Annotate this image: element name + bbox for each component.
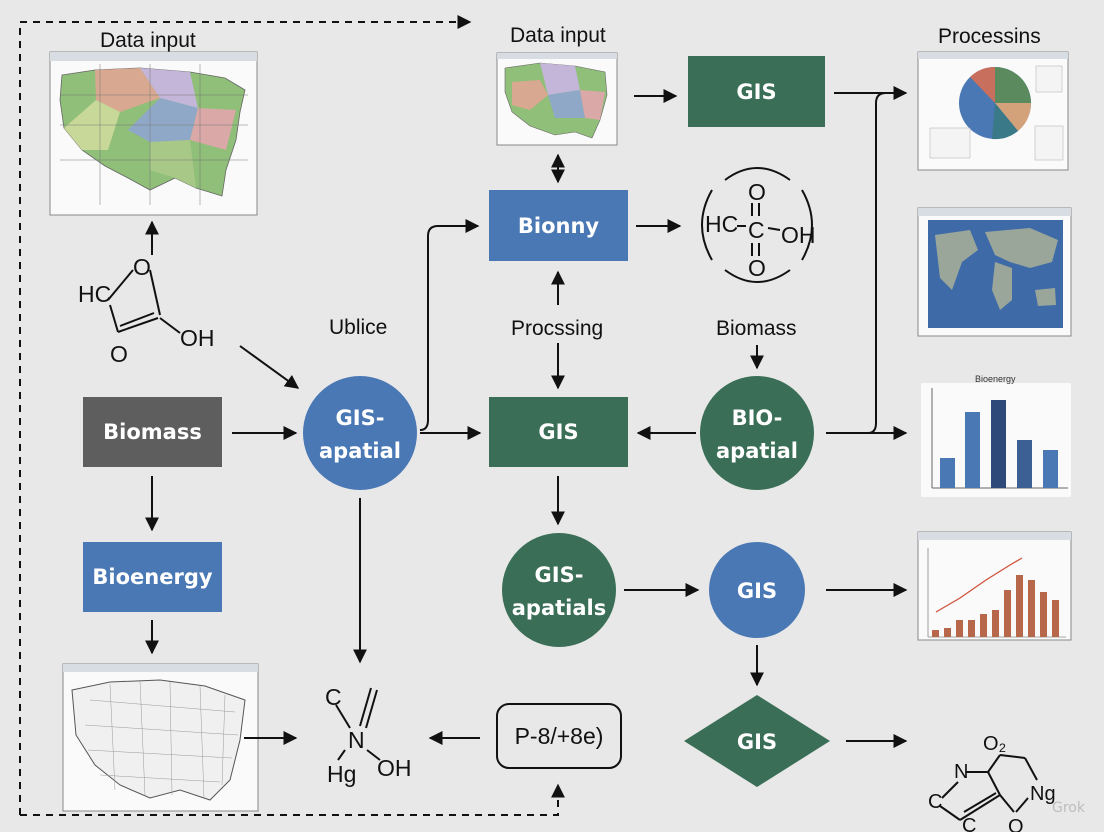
svg-text:BIO-: BIO- bbox=[732, 406, 783, 430]
arrows bbox=[145, 86, 908, 748]
svg-text:Bionny: Bionny bbox=[518, 214, 600, 238]
svg-text:N: N bbox=[348, 727, 365, 753]
gis-diamond[interactable]: GIS bbox=[684, 695, 830, 787]
watermark-text: Grok bbox=[1052, 800, 1086, 816]
svg-text:C: C bbox=[928, 791, 942, 813]
svg-text:apatial: apatial bbox=[716, 439, 798, 463]
svg-text:apatial: apatial bbox=[319, 439, 401, 463]
processins-label: Processins bbox=[938, 25, 1041, 48]
ublice-label: Ublice bbox=[329, 316, 387, 339]
gis-center-box[interactable]: GIS bbox=[489, 397, 628, 467]
bar-chart-title: Bioenergy bbox=[975, 374, 1016, 384]
gis-apatial-circle[interactable]: GIS- apatial bbox=[303, 376, 417, 490]
bio-apatial-circle[interactable]: BIO- apatial bbox=[700, 376, 814, 490]
svg-text:Hg: Hg bbox=[327, 761, 356, 787]
bar-chart-thumbnail: Bioenergy bbox=[921, 374, 1071, 497]
line-map-thumbnail bbox=[62, 663, 259, 812]
svg-text:OH: OH bbox=[180, 325, 215, 351]
svg-text:GIS-: GIS- bbox=[535, 563, 584, 587]
pie-chart-thumbnail bbox=[917, 51, 1069, 171]
bioenergy-box[interactable]: Bioenergy bbox=[83, 542, 222, 612]
biomass-box[interactable]: Biomass bbox=[83, 397, 222, 467]
dashed-feedback-loop bbox=[19, 15, 565, 816]
svg-text:GIS: GIS bbox=[538, 420, 578, 444]
gis-top-box[interactable]: GIS bbox=[688, 56, 825, 127]
svg-text:C: C bbox=[748, 217, 765, 243]
svg-text:O: O bbox=[110, 341, 128, 367]
svg-text:GIS-: GIS- bbox=[336, 406, 385, 430]
world-map-thumbnail bbox=[917, 207, 1072, 337]
right-molecule: HC O C OH O bbox=[701, 167, 816, 283]
combo-chart-thumbnail bbox=[917, 531, 1072, 641]
procssing-label: Procssing bbox=[511, 317, 603, 340]
svg-text:O: O bbox=[748, 255, 766, 281]
svg-text:O₂: O₂ bbox=[983, 733, 1006, 755]
svg-text:HC: HC bbox=[78, 281, 111, 307]
bionny-box[interactable]: Bionny bbox=[489, 190, 628, 261]
svg-text:GIS: GIS bbox=[737, 730, 777, 754]
svg-text:apatials: apatials bbox=[512, 596, 606, 620]
svg-text:Bioenergy: Bioenergy bbox=[92, 565, 212, 589]
ring-molecule: O₂ N C C Ng O bbox=[928, 733, 1056, 832]
svg-text:O: O bbox=[1008, 816, 1024, 832]
data-input-mid-label: Data input bbox=[510, 24, 606, 47]
svg-text:HC: HC bbox=[705, 211, 738, 237]
svg-text:C: C bbox=[325, 684, 342, 710]
biomass-label: Biomass bbox=[716, 317, 797, 340]
svg-text:OH: OH bbox=[377, 755, 412, 781]
svg-text:O: O bbox=[133, 254, 151, 280]
bottom-molecule: C N OH Hg bbox=[325, 684, 412, 787]
svg-text:Biomass: Biomass bbox=[103, 420, 202, 444]
formula-box[interactable]: P-8/+8e) bbox=[496, 703, 622, 769]
map-thumbnail-small bbox=[496, 52, 618, 146]
svg-text:O: O bbox=[748, 179, 766, 205]
svg-text:OH: OH bbox=[781, 222, 816, 248]
svg-text:GIS: GIS bbox=[737, 579, 777, 603]
svg-text:C: C bbox=[962, 815, 976, 832]
map-thumbnail bbox=[49, 51, 258, 216]
svg-text:N: N bbox=[954, 761, 968, 783]
data-input-left-label: Data input bbox=[100, 29, 196, 52]
gis-blue-circle[interactable]: GIS bbox=[709, 542, 805, 638]
svg-text:Ng: Ng bbox=[1030, 783, 1056, 805]
left-molecule: HC O OH O bbox=[78, 254, 215, 367]
gis-apatials-circle[interactable]: GIS- apatials bbox=[502, 533, 616, 647]
svg-text:P-8/+8e): P-8/+8e) bbox=[515, 723, 604, 749]
svg-text:GIS: GIS bbox=[736, 80, 776, 104]
